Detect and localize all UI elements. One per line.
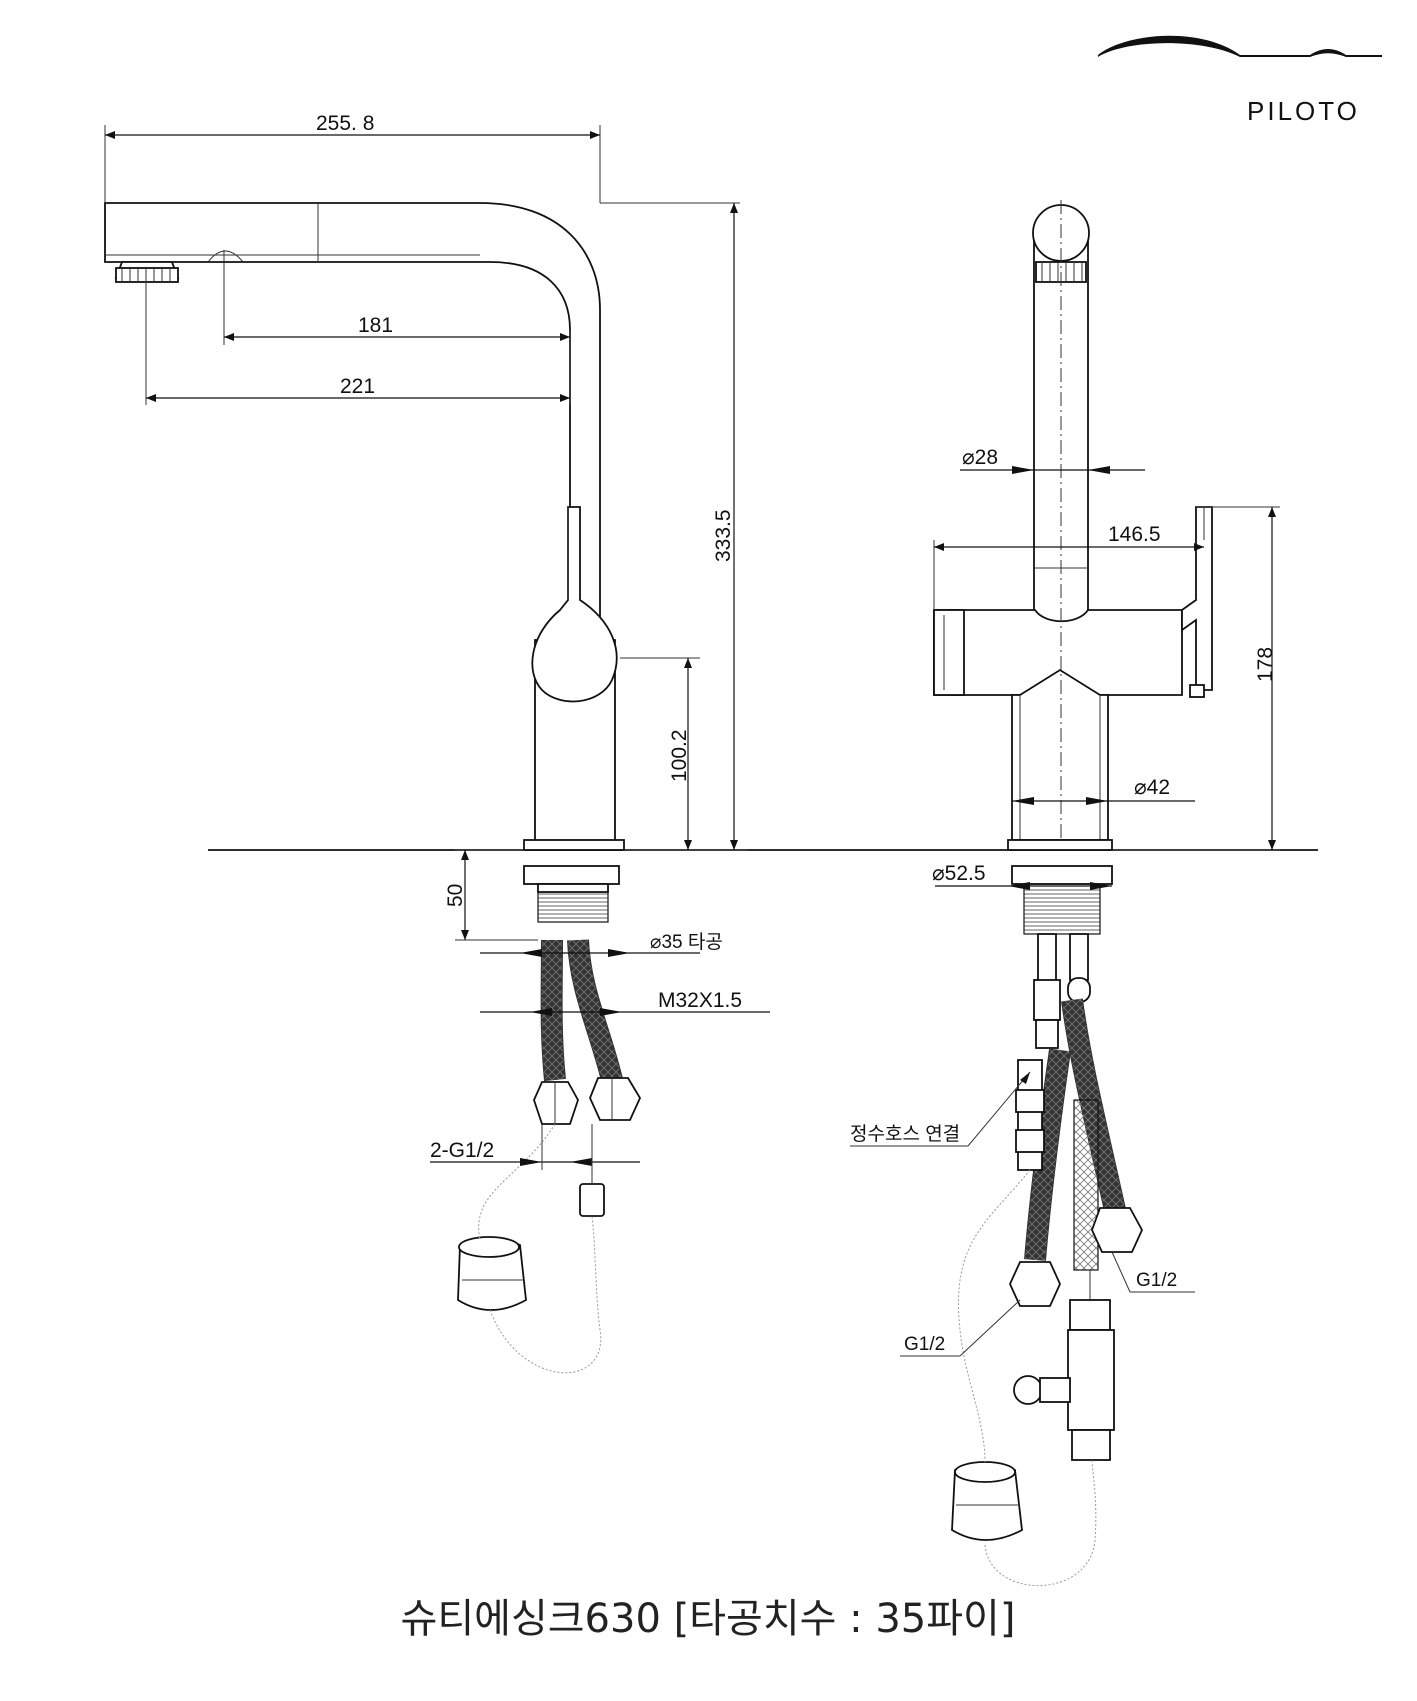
front-view-faucet (933, 200, 1213, 1587)
brand-name: PILOTO (1247, 96, 1360, 126)
dim-total-height: 333.5 (712, 509, 735, 562)
dim-spout-reach-2: 221 (340, 375, 375, 398)
front-view-dimensions: ⌀28 146.5 178 ⌀42 ⌀52.5 정수호스 연결 G1/2 G1/… (850, 446, 1280, 1357)
dim-spout-diameter: ⌀28 (962, 446, 998, 469)
drawing-caption: 슈티에싱크630 [타공치수 : 35파이] (401, 1596, 1016, 1642)
dim-base-diameter: ⌀42 (1134, 776, 1170, 799)
dim-hole-diameter: ⌀35 타공 (650, 931, 723, 953)
label-inlet-left: G1/2 (904, 1334, 945, 1355)
dim-flange-diameter: ⌀52.5 (932, 862, 986, 885)
piloto-logo: PILOTO (1098, 35, 1382, 126)
dim-thread-length: 50 (444, 884, 467, 907)
side-view-dimensions: 255. 8 181 221 333.5 100.2 50 ⌀35 타공 M32… (104, 112, 770, 1170)
logo-wave-mark (1098, 35, 1382, 57)
dim-spout-reach-1: 181 (358, 314, 393, 337)
dim-total-length: 255. 8 (316, 112, 374, 135)
label-purified-hose: 정수호스 연결 (850, 1123, 960, 1145)
dim-inlet-spec: 2-G1/2 (430, 1139, 494, 1162)
dim-thread-spec: M32X1.5 (658, 989, 742, 1012)
dim-lever-height: 100.2 (668, 729, 691, 782)
dim-body-height: 178 (1254, 647, 1277, 682)
label-inlet-right: G1/2 (1136, 1270, 1177, 1291)
side-view-faucet (104, 202, 642, 1374)
dim-body-width: 146.5 (1108, 523, 1161, 546)
